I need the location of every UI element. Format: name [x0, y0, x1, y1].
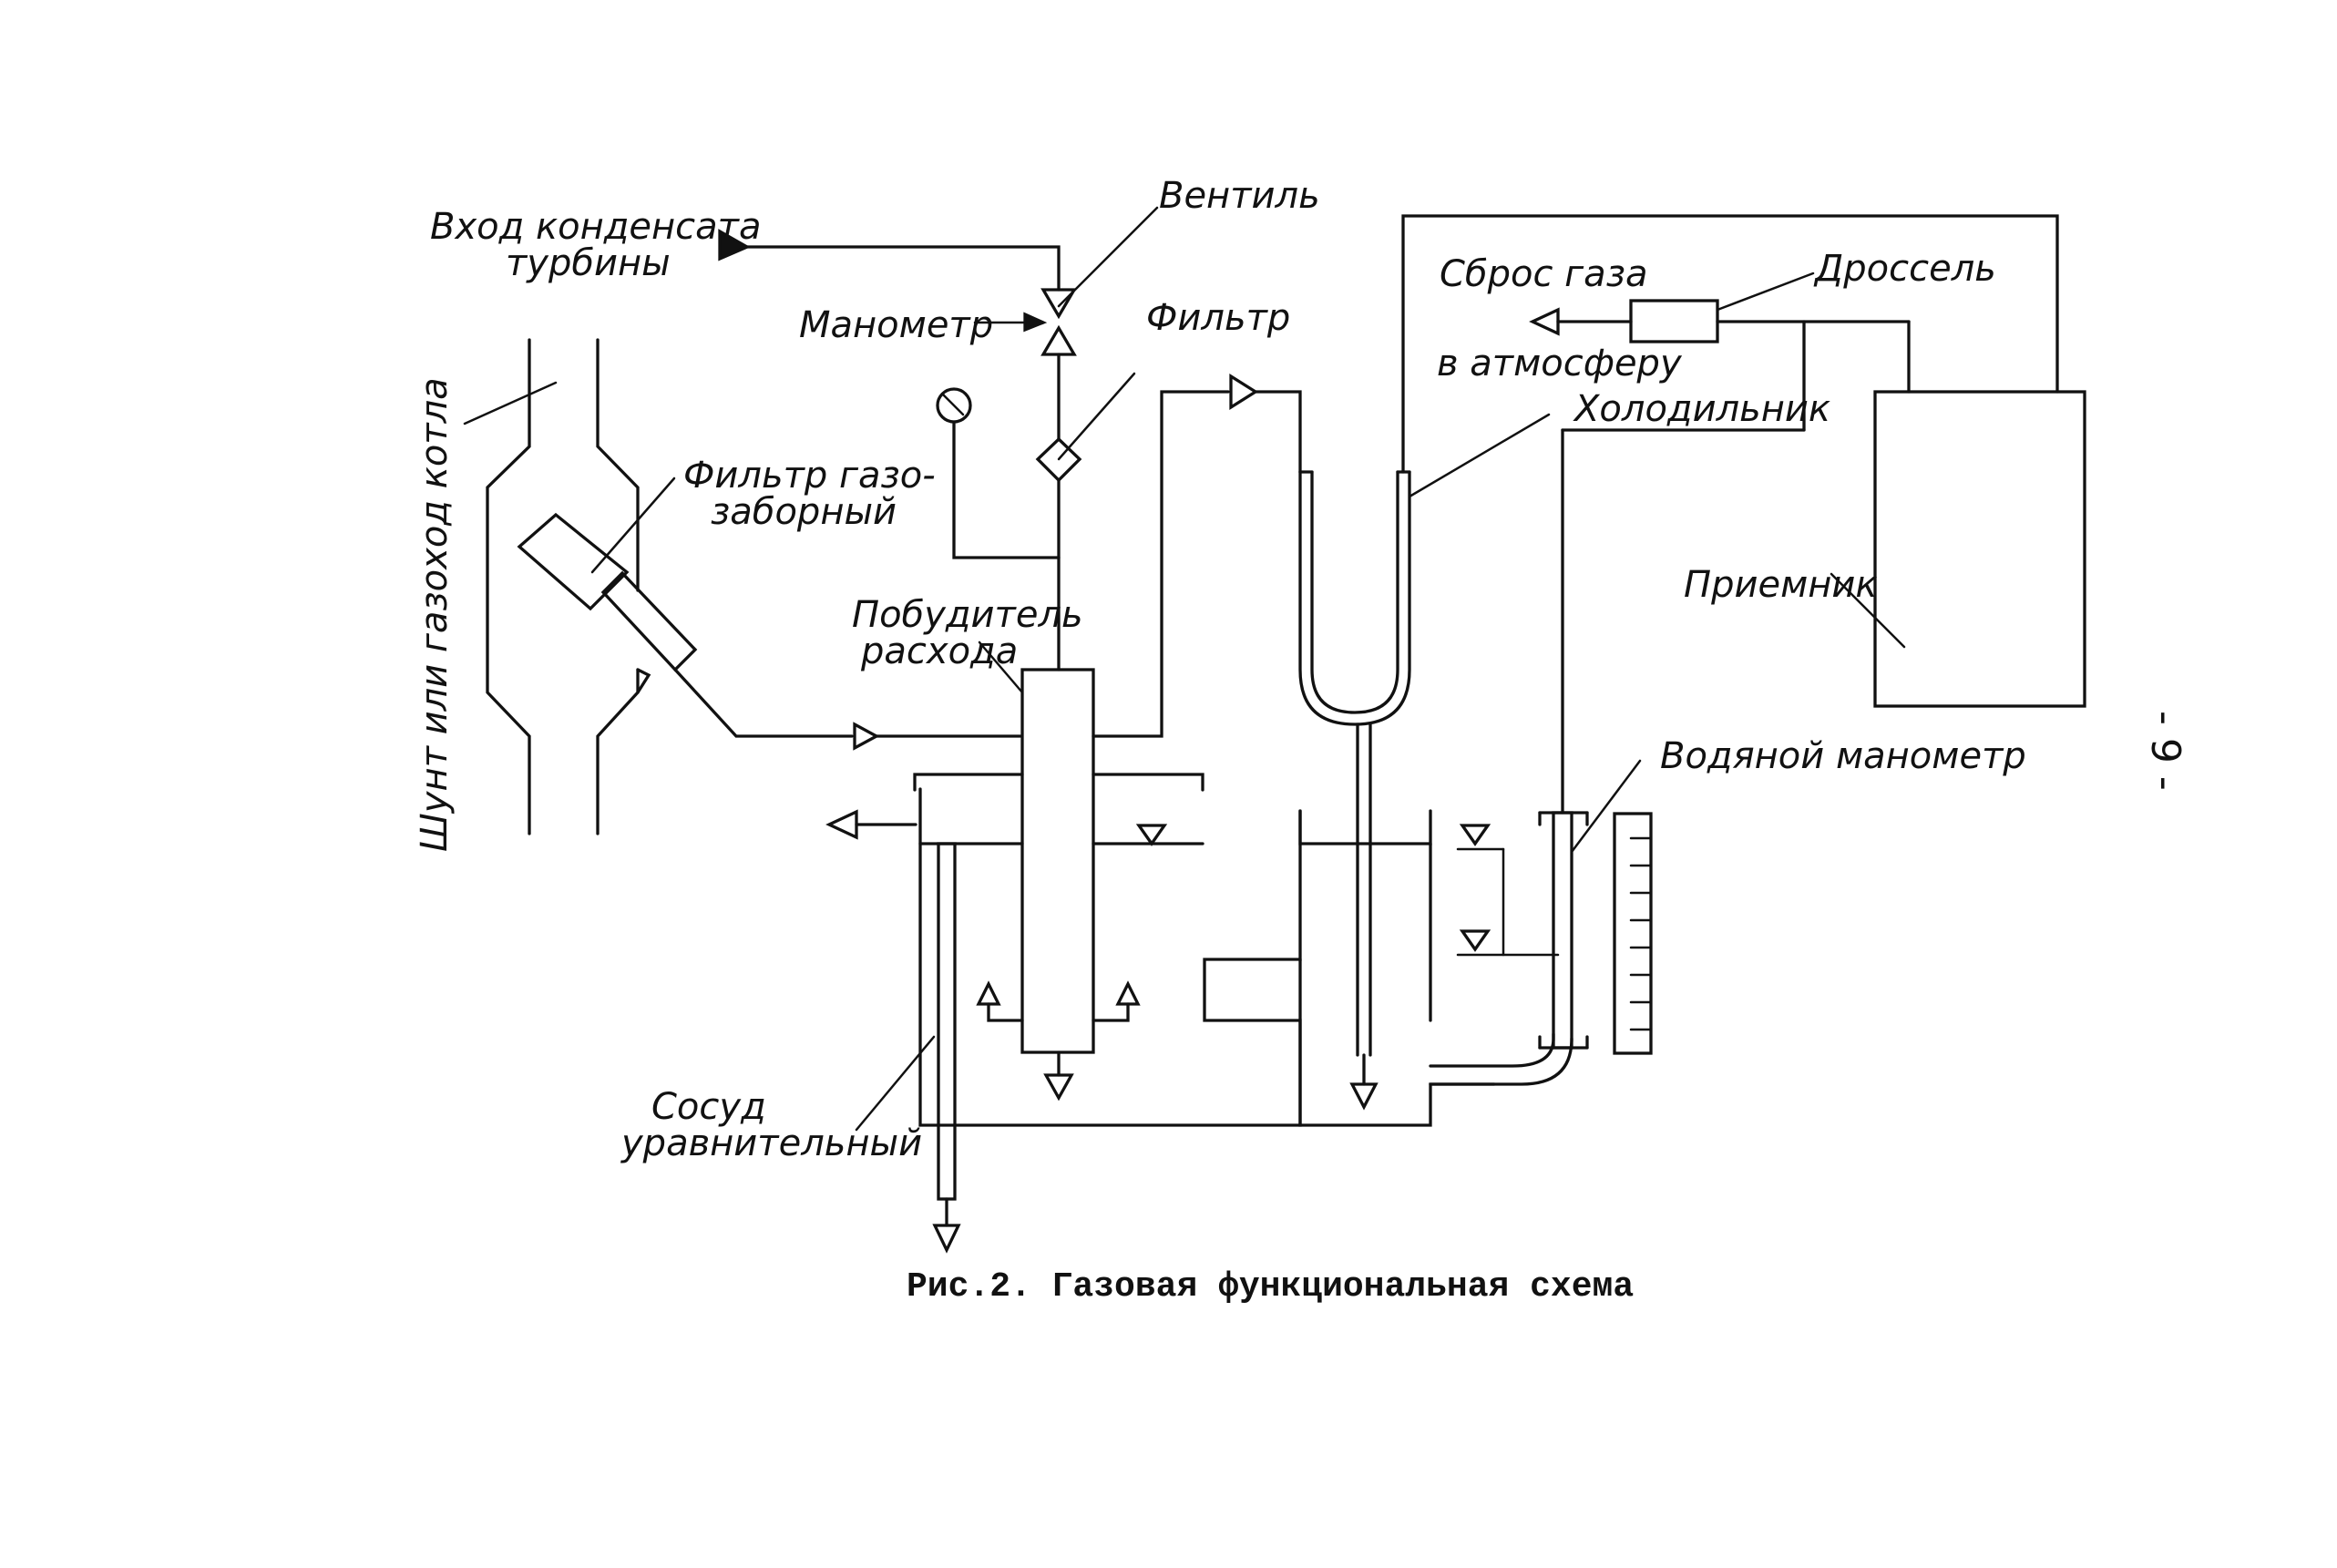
receiver — [1873, 390, 2086, 708]
label-equalizing-vessel-2: уравнительный — [620, 1122, 922, 1164]
flow-driver — [976, 641, 1141, 1102]
label-manometer: Манометр — [799, 304, 993, 346]
label-valve: Вентиль — [1159, 175, 1320, 217]
flow-arrow-1 — [853, 722, 880, 751]
label-condensate-inlet-1: Вход конденсата — [430, 206, 761, 248]
liquid-seal-vessel — [1298, 809, 1573, 1127]
shunt-leader — [463, 381, 558, 425]
valve-icon — [973, 206, 1159, 356]
label-receiver: Приемник — [1684, 564, 1878, 606]
label-shunt-or-flue: Шунт или газоход котла — [414, 377, 456, 852]
cooler — [1298, 413, 1551, 1111]
condensate-inlet-arrow — [718, 229, 751, 261]
label-equalizing-vessel-1: Сосуд — [651, 1086, 766, 1128]
label-flow-driver-1: Побудитель — [852, 594, 1083, 636]
figure-caption: Рис.2. Газовая функциональная схема — [907, 1267, 1634, 1307]
label-water-manometer: Водяной манометр — [1660, 735, 2026, 777]
water-manometer — [1538, 428, 1642, 1050]
label-filter: Фильтр — [1146, 297, 1290, 339]
label-flow-driver-2: расхода — [860, 630, 1018, 672]
label-condensate-inlet-2: турбины — [506, 242, 671, 284]
label-throttle: Дроссель — [1813, 248, 1996, 290]
manometer-icon — [936, 387, 1061, 559]
page-number: - 9 - — [2142, 711, 2188, 791]
label-gas-release-1: Сброс газа — [1440, 253, 1647, 295]
flow-arrow-2 — [1229, 374, 1259, 410]
sample-line — [673, 668, 854, 738]
equalizing-vessel — [825, 773, 1302, 1254]
throttle-icon — [1629, 299, 1719, 343]
label-gas-release-2: в атмосферу — [1437, 343, 1683, 384]
label-cooler: Холодильник — [1573, 388, 1830, 430]
manometer-scale — [1613, 812, 1653, 1055]
flue-duct — [463, 338, 651, 835]
intake-filter — [517, 477, 698, 672]
label-intake-filter-1: Фильтр газо- — [683, 455, 936, 497]
filter-icon — [1035, 372, 1136, 483]
label-intake-filter-2: заборный — [711, 491, 897, 533]
gas-release-arrow — [1529, 307, 1560, 336]
